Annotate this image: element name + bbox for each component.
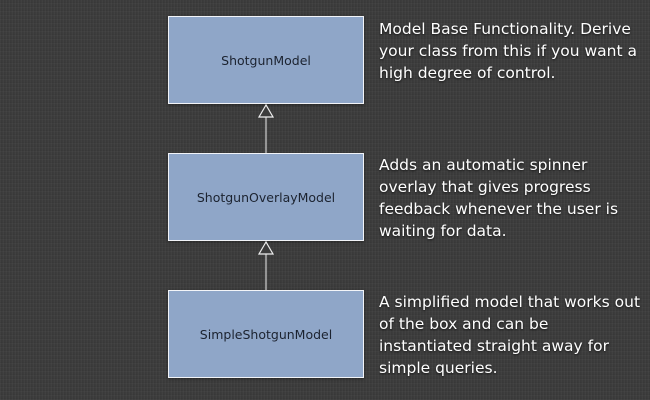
class-name-shotgun-overlay-model: ShotgunOverlayModel bbox=[196, 189, 336, 205]
description-shotgun-overlay-model: Adds an automatic spinner overlay that g… bbox=[379, 156, 619, 240]
inheritance-arrow-overlay-to-base bbox=[257, 103, 275, 153]
class-box-simple-shotgun-model: SimpleShotgunModel bbox=[168, 290, 364, 378]
class-box-shotgun-model: ShotgunModel bbox=[168, 16, 364, 104]
inheritance-arrow-simple-to-overlay bbox=[257, 240, 275, 290]
description-shotgun-model: Model Base Functionality. Derive your cl… bbox=[379, 20, 637, 82]
class-box-shotgun-overlay-model: ShotgunOverlayModel bbox=[168, 153, 364, 241]
class-name-shotgun-model: ShotgunModel bbox=[221, 52, 311, 68]
class-name-simple-shotgun-model: SimpleShotgunModel bbox=[199, 326, 333, 342]
description-simple-shotgun-model: A simplified model that works out of the… bbox=[379, 293, 641, 377]
